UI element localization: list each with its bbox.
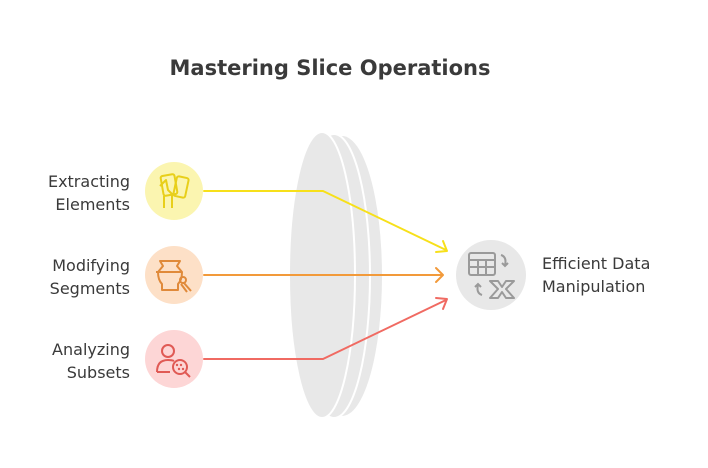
label-line: Elements <box>55 195 130 214</box>
hand-holding-cards-icon <box>159 173 190 208</box>
vase-brush-icon <box>156 260 192 293</box>
label-line: Segments <box>49 279 130 298</box>
label-line: Efficient Data <box>542 254 651 273</box>
table-transform-icon <box>468 252 515 299</box>
icon-circle-modifying <box>145 246 203 304</box>
arrow-extracting <box>203 190 448 253</box>
label-line: Extracting <box>47 172 130 191</box>
user-magnifier-icon <box>156 344 191 378</box>
label-line: Modifying <box>52 256 130 275</box>
label-analyzing-subsets: Analyzing Subsets <box>0 338 130 384</box>
label-extracting-elements: Extracting Elements <box>0 170 130 216</box>
label-line: Analyzing <box>52 340 130 359</box>
diagram-title: Mastering Slice Operations <box>169 56 491 80</box>
label-modifying-segments: Modifying Segments <box>0 254 130 300</box>
icon-circle-analyzing <box>145 330 203 388</box>
icon-circle-output <box>456 240 526 310</box>
arrow-analyzing <box>203 297 448 360</box>
label-line: Subsets <box>66 363 130 382</box>
label-efficient-data-manipulation: Efficient Data Manipulation <box>542 252 650 298</box>
arrow-modifying <box>203 267 444 283</box>
icon-circle-extracting <box>145 162 203 220</box>
label-line: Manipulation <box>542 277 646 296</box>
